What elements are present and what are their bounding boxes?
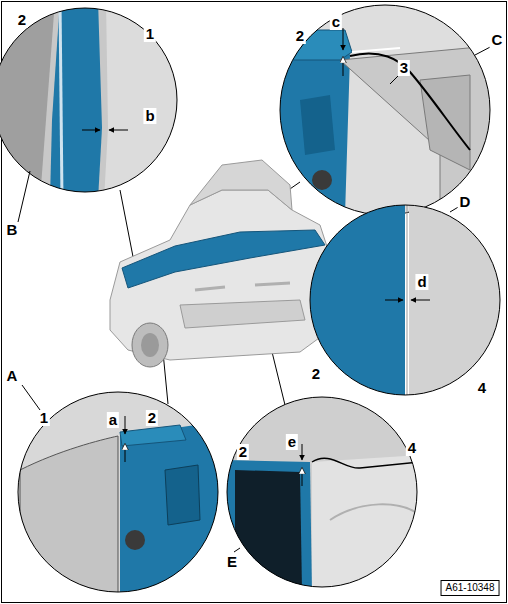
part-number: 2	[294, 28, 306, 44]
part-number: 2	[310, 366, 322, 382]
gap-letter: c	[330, 14, 342, 30]
part-number: 1	[38, 410, 50, 426]
detail-e	[225, 395, 425, 595]
gap-letter: b	[143, 108, 156, 124]
view-letter: B	[5, 222, 20, 238]
part-number: 1	[144, 26, 156, 42]
gap-letter: e	[286, 434, 298, 450]
figure-number: A61-10348	[441, 580, 500, 596]
detail-b	[0, 0, 190, 200]
view-letter: A	[5, 368, 20, 384]
detail-c	[280, 0, 500, 220]
part-number: 4	[476, 380, 488, 396]
detail-d	[300, 200, 508, 400]
part-number: 2	[146, 410, 158, 426]
view-letter: E	[225, 554, 239, 570]
view-letter: D	[458, 194, 473, 210]
part-number: 2	[237, 444, 249, 460]
detail-a	[10, 390, 230, 600]
view-letter: C	[490, 32, 505, 48]
part-number: 2	[16, 12, 28, 28]
part-number: 3	[398, 60, 410, 76]
gap-letter: d	[415, 274, 428, 290]
gap-letter: a	[107, 412, 119, 428]
part-number: 4	[406, 440, 418, 456]
car-illustration	[110, 160, 332, 367]
